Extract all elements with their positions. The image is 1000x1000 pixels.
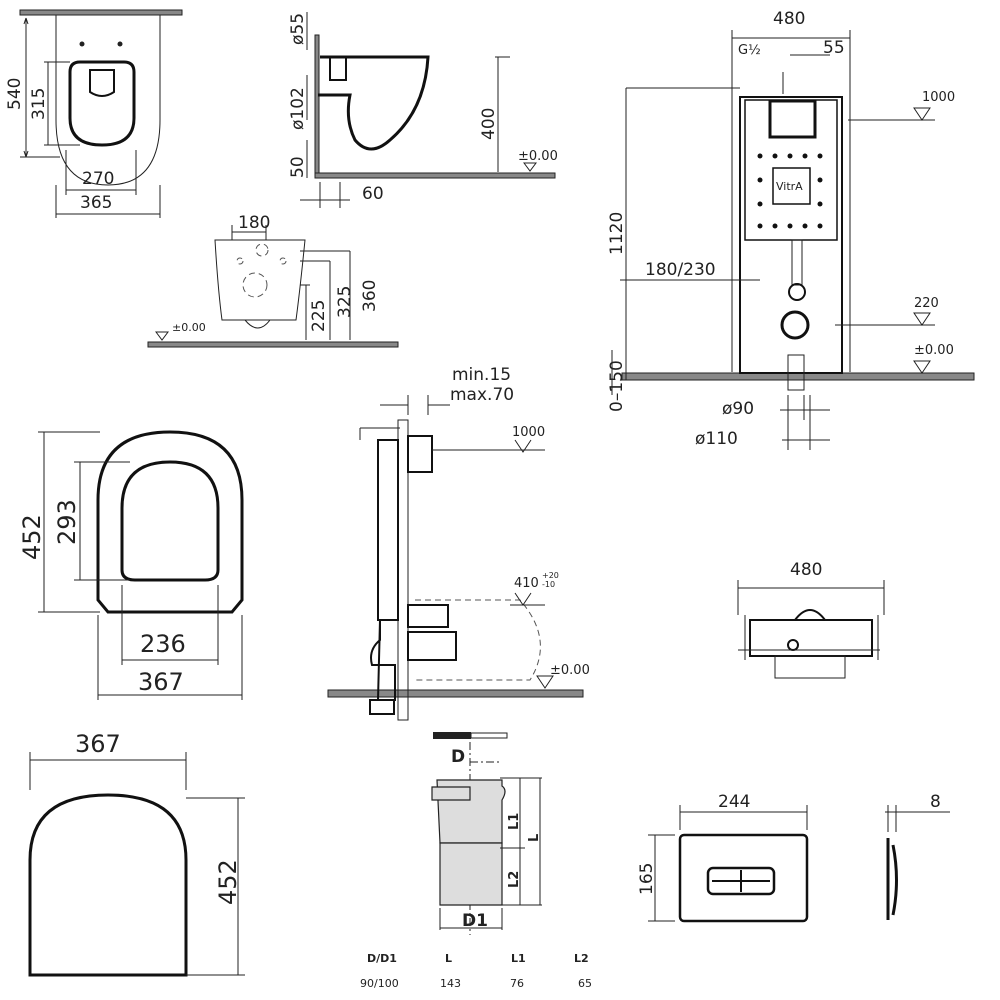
pipe-connector: D L1 L L2 D1 D/D1 L L1 L2 90/100 143 76 … [360, 732, 592, 990]
label-l: L [527, 834, 542, 842]
table-header: L [445, 952, 452, 965]
bowl-side-view: ø55 ø102 50 60 400 ±0.00 [288, 12, 558, 208]
vent-dot-grid [757, 153, 823, 229]
dim-seat-height: 410 [514, 576, 539, 591]
dimension-table: D/D1 L L1 L2 90/100 143 76 65 [360, 952, 592, 990]
label-d: D [451, 747, 465, 767]
dim-bolt-spacing: 180/230 [645, 260, 716, 280]
dim-width: 480 [790, 560, 822, 580]
dim-pipe-large: ø110 [695, 429, 738, 449]
dim-width: 367 [138, 668, 184, 696]
dim-inner-width: 236 [140, 630, 186, 658]
table-header: L1 [511, 952, 526, 965]
dim-depth: 540 [5, 78, 25, 110]
floor-level: ±0.00 [172, 321, 206, 334]
dim-height: 165 [637, 863, 657, 895]
table-cell: 76 [510, 977, 524, 990]
tolerance-minus: -10 [542, 580, 555, 589]
dim-bolt-height: 325 [335, 286, 355, 318]
dim-thickness: 8 [930, 792, 941, 812]
dim-height: 400 [479, 108, 499, 140]
table-cell: 143 [440, 977, 461, 990]
bowl-rear-view: 180 225 325 360 ±0.00 [147, 213, 399, 348]
table-header: D/D1 [367, 952, 397, 965]
dim-frame-height: 1120 [607, 212, 627, 255]
table-cell: 65 [578, 977, 592, 990]
dim-water-inlet: G½ [738, 43, 761, 58]
dim-length: 452 [214, 859, 242, 905]
dim-length: 452 [18, 514, 46, 560]
bowl-top-view: 540 315 270 365 [5, 9, 183, 218]
floor-level: ±0.00 [914, 343, 954, 358]
dim-width: 244 [718, 792, 750, 812]
dim-outlet: ø102 [288, 87, 308, 130]
dim-outlet-height: 225 [309, 300, 329, 332]
dim-width: 365 [80, 193, 112, 213]
dim-width: 480 [773, 9, 805, 29]
dim-top-height: 360 [360, 280, 380, 312]
dim-offset: 50 [288, 156, 308, 178]
label-l1: L1 [507, 813, 522, 830]
dim-inner-width: 270 [82, 169, 114, 189]
brand-logo: VitrA [776, 180, 803, 193]
frame-front-view: VitrA 480 G½ 55 1000 1120 180/230 220 ±0… [607, 9, 975, 450]
dim-max-depth: max.70 [450, 385, 514, 405]
dim-wall-gap: 60 [362, 184, 384, 204]
cover-view: 367 452 [28, 730, 245, 977]
frame-top-view: 480 [737, 560, 885, 679]
dim-inner-length: 293 [53, 499, 81, 545]
dim-min-depth: min.15 [452, 365, 511, 385]
seat-view: 452 293 236 367 [18, 430, 244, 700]
tolerance-plus: +20 [542, 571, 559, 580]
dim-width: 367 [75, 730, 121, 758]
dim-inlet: ø55 [288, 13, 308, 45]
dim-pipe-small: ø90 [722, 399, 754, 419]
floor-level: ±0.00 [550, 663, 590, 678]
dim-button-level: 1000 [922, 90, 955, 105]
flush-plate: 244 165 8 [637, 792, 950, 923]
dim-inlet-offset: 55 [823, 38, 845, 58]
label-l2: L2 [507, 871, 522, 888]
table-header: L2 [574, 952, 589, 965]
frame-side-view: min.15 max.70 1000 410 +20 -10 ±0.00 [327, 365, 590, 721]
label-d1: D1 [462, 911, 488, 931]
dim-foot-adjust: 0–150 [607, 360, 627, 412]
dim-bolt-spacing: 180 [238, 213, 270, 233]
table-cell: 90/100 [360, 977, 399, 990]
dim-drain-level: 220 [914, 296, 939, 311]
dim-seat-depth: 315 [29, 88, 49, 120]
dim-button-level: 1000 [512, 425, 545, 440]
floor-level: ±0.00 [518, 149, 558, 164]
